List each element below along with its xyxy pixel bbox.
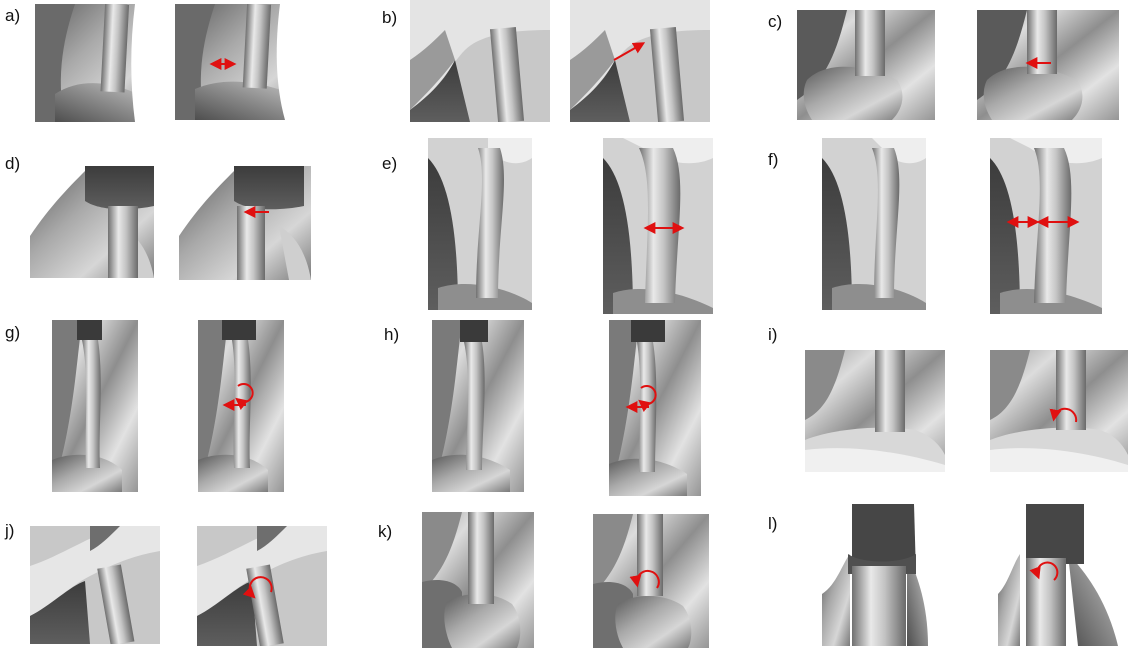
panel-e-after-image xyxy=(603,138,713,314)
panel-label-d: d) xyxy=(5,154,20,174)
panel-a-after-image xyxy=(175,4,305,120)
panel-label-i: i) xyxy=(768,325,777,345)
panel-label-f: f) xyxy=(768,150,778,170)
panel-i-before-image xyxy=(805,350,945,472)
panel-j-after-image xyxy=(197,526,327,646)
panel-label-g: g) xyxy=(5,323,20,343)
panel-d-after-image xyxy=(179,166,311,280)
panel-g-after-image xyxy=(198,320,284,492)
panel-b-before-image xyxy=(410,0,550,122)
panel-k-after-image xyxy=(593,514,709,648)
panel-f-after-image xyxy=(990,138,1102,314)
panel-label-j: j) xyxy=(5,521,14,541)
panel-label-k: k) xyxy=(378,522,392,542)
panel-a-before-image xyxy=(35,4,155,122)
panel-l-before-image xyxy=(822,504,928,646)
panel-g-before-image xyxy=(52,320,138,492)
panel-label-c: c) xyxy=(768,12,782,32)
panel-c-before-image xyxy=(797,10,935,120)
panel-d-before-image xyxy=(30,166,154,278)
panel-label-e: e) xyxy=(382,154,397,174)
panel-h-after-image xyxy=(609,320,701,496)
panel-e-before-image xyxy=(428,138,532,310)
panel-k-before-image xyxy=(422,512,534,648)
panel-h-before-image xyxy=(432,320,524,492)
panel-i-after-image xyxy=(990,350,1128,472)
panel-l-after-image xyxy=(998,504,1118,646)
panel-label-h: h) xyxy=(384,325,399,345)
panel-label-l: l) xyxy=(768,514,777,534)
panel-label-b: b) xyxy=(382,8,397,28)
panel-label-a: a) xyxy=(5,6,20,26)
panel-j-before-image xyxy=(30,526,160,644)
panel-f-before-image xyxy=(822,138,926,310)
panel-b-after-image xyxy=(570,0,710,122)
panel-c-after-image xyxy=(977,10,1119,120)
